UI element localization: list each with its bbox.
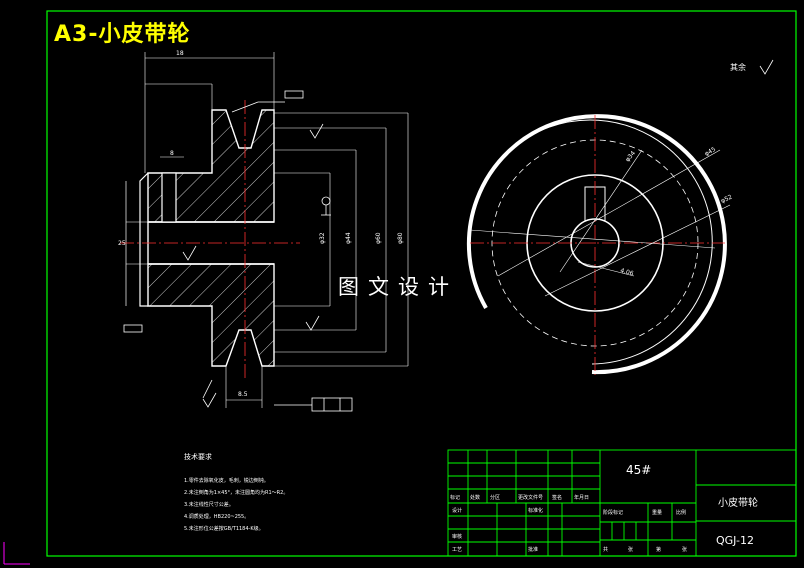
drawing-title: A3-小皮带轮 bbox=[54, 22, 191, 47]
approve-label: 批准 bbox=[528, 546, 538, 553]
section-view: 18 8 25 8.5 φ32 φ44 φ60 φ80 bbox=[118, 50, 774, 412]
dim-d4: φ80 bbox=[397, 232, 404, 244]
tech-item: 5.未注形位公差按GB/T1184-K级。 bbox=[184, 525, 264, 532]
section-hatch-lower bbox=[147, 263, 275, 367]
tech-requirements: 技术要求 1.零件去除氧化皮，毛刺，锐边倒钝。 2.未注倒角为1×45°，未注圆… bbox=[184, 452, 288, 532]
part-name: 小皮带轮 bbox=[718, 496, 758, 509]
standardize-label: 标准化 bbox=[528, 507, 543, 514]
watermark: 图文设计 bbox=[338, 275, 458, 299]
design-label: 设计 bbox=[452, 507, 462, 514]
dim-bore: 25 bbox=[118, 240, 126, 247]
tech-item: 3.未注线性尺寸公差。 bbox=[184, 501, 234, 508]
tech-item: 1.零件去除氧化皮，毛刺，锐边倒钝。 bbox=[184, 477, 269, 484]
dim-r2: φ45 bbox=[704, 146, 718, 158]
dim-d2: φ44 bbox=[345, 232, 352, 244]
dim-groove-pitch: 8.5 bbox=[238, 391, 248, 398]
title-block-text: 45# 小皮带轮 QGJ-12 标记 处数 分区 更改文件号 签名 年月日 设计… bbox=[450, 463, 758, 553]
process-label: 工艺 bbox=[452, 547, 462, 553]
drawing-number: QGJ-12 bbox=[716, 534, 754, 547]
dim-d3: φ60 bbox=[375, 232, 382, 244]
ucs-icon bbox=[3, 542, 30, 565]
sheets-label-2: 张 bbox=[682, 546, 687, 553]
scale-label: 比例 bbox=[676, 509, 686, 516]
outer-rim bbox=[466, 114, 727, 375]
check-label: 审核 bbox=[452, 533, 462, 540]
dim-r1: φ34 bbox=[624, 150, 637, 164]
dim-top-width: 18 bbox=[176, 50, 184, 57]
front-view: φ34 φ45 φ52 4.06 bbox=[466, 114, 734, 375]
surface-note: 其余 bbox=[730, 62, 746, 72]
keyway bbox=[161, 172, 177, 223]
title-block bbox=[447, 449, 797, 557]
tech-item: 2.未注倒角为1×45°，未注圆角均为R1～R2。 bbox=[184, 489, 288, 496]
tolerance-frame bbox=[311, 397, 353, 412]
sheets-label: 张 bbox=[628, 546, 633, 553]
dim-d1: φ32 bbox=[319, 232, 326, 244]
drawing-border bbox=[46, 10, 797, 557]
material-value: 45# bbox=[626, 463, 651, 477]
row-label: 分区 bbox=[490, 494, 500, 501]
dim-hub-width: 8 bbox=[170, 150, 174, 157]
tech-heading: 技术要求 bbox=[184, 452, 212, 461]
row-label: 处数 bbox=[470, 494, 480, 501]
row-label: 标记 bbox=[450, 494, 460, 501]
dim-r4: 4.06 bbox=[619, 267, 634, 277]
row-label: 更改文件号 bbox=[518, 494, 543, 501]
row-label: 年月日 bbox=[574, 494, 589, 501]
dim-r3: φ52 bbox=[720, 193, 734, 204]
sheets-total-label: 共 bbox=[603, 546, 608, 553]
row-label: 签名 bbox=[552, 494, 562, 501]
tech-item: 4.调质处理，HB220~255。 bbox=[184, 513, 249, 520]
stage-mark-label: 阶段标记 bbox=[603, 509, 623, 516]
weight-label: 重量 bbox=[652, 509, 662, 516]
sheet-no-label: 第 bbox=[656, 546, 661, 553]
